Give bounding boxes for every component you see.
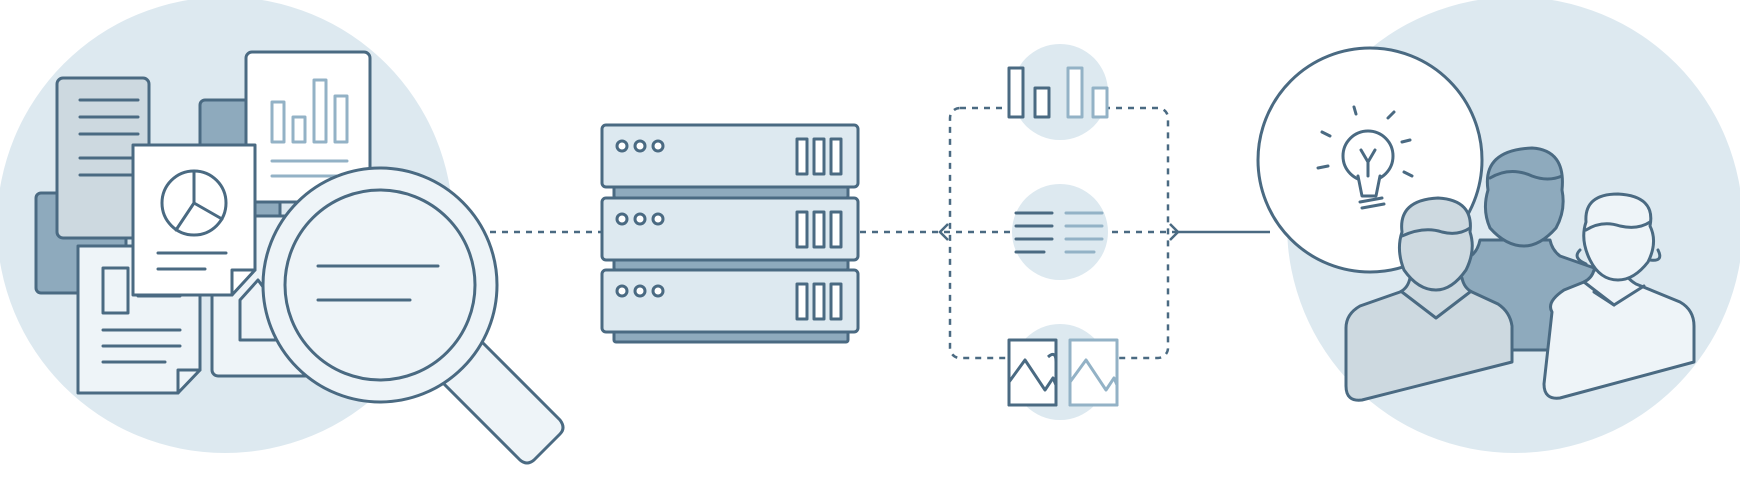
bar-chart-icon xyxy=(1007,66,1109,119)
document-lined xyxy=(55,76,151,240)
document-pie-chart xyxy=(131,143,257,297)
lightbulb-icon xyxy=(1316,105,1414,210)
image-icon xyxy=(1007,338,1119,407)
magnifier xyxy=(261,166,565,465)
user-right xyxy=(1542,192,1696,400)
server-rack-icon xyxy=(600,123,860,344)
server-unit-top xyxy=(600,123,860,189)
text-lines-bg xyxy=(1012,184,1108,280)
documents-magnifier-icon xyxy=(34,50,565,465)
users-lightbulb-icon xyxy=(1256,46,1696,402)
text-lines-icon xyxy=(1014,211,1104,254)
server-unit-middle xyxy=(600,196,860,262)
user-front xyxy=(1344,196,1514,402)
server-unit-bottom xyxy=(600,268,860,334)
data-types-group xyxy=(1007,44,1119,420)
